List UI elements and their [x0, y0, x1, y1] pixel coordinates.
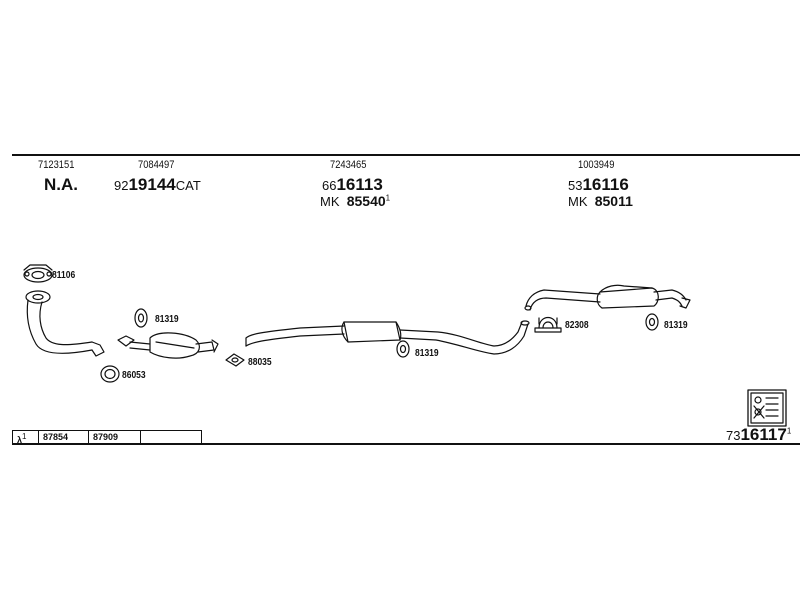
lambda-symbol-cell: λ1	[13, 431, 39, 445]
rear-silencer-part	[524, 284, 691, 311]
lambda-value-1: 87854	[39, 431, 89, 443]
label-clamp-ring: 86053	[122, 370, 146, 381]
label-hanger-right: 81319	[664, 320, 688, 331]
lambda-table: λ1 87854 87909	[12, 430, 202, 445]
gasket-top-part	[23, 264, 53, 283]
lambda-value-3	[141, 431, 201, 443]
footer-number: 73161171	[726, 425, 792, 444]
main-number-col4: 5316116	[568, 175, 629, 194]
main-number-col2: 9219144CAT	[114, 175, 201, 194]
header-divider	[12, 154, 800, 156]
hanger-left-part	[134, 308, 148, 328]
lambda-value-2: 87909	[89, 431, 141, 443]
clamp-ring-part	[100, 365, 120, 383]
catalytic-converter-part	[117, 332, 219, 359]
clamp-u-part	[534, 316, 562, 333]
label-hanger-mid: 81319	[415, 348, 439, 359]
label-gasket-mid: 88035	[248, 357, 272, 368]
label-gasket-top: 81106	[52, 270, 76, 281]
footer-divider	[12, 443, 800, 445]
front-pipe-part	[25, 290, 105, 357]
gasket-mid-part	[225, 353, 245, 367]
part-number-col1: 7123151	[38, 159, 75, 171]
label-clamp-u: 82308	[565, 320, 589, 331]
middle-pipe-part	[245, 320, 530, 355]
hanger-right-part	[645, 313, 659, 331]
part-number-col3: 7243465	[330, 159, 367, 171]
main-number-col1: N.A.	[44, 175, 78, 194]
hanger-mid-part	[396, 340, 410, 358]
part-number-col4: 1003949	[578, 159, 615, 171]
part-number-col2: 7084497	[138, 159, 175, 171]
parts-kit-icon	[747, 389, 787, 427]
label-hanger-left: 81319	[155, 314, 179, 325]
main-number-col3: 6616113	[322, 175, 383, 194]
mk-number-col3: MK 855401	[320, 193, 391, 209]
mk-number-col4: MK 85011	[568, 193, 633, 209]
